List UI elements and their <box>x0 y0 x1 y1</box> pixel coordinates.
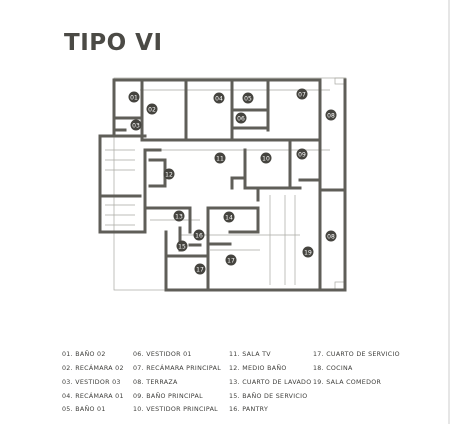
svg-text:04: 04 <box>215 95 223 102</box>
room-marker-02: 02 <box>146 103 158 115</box>
room-marker-14: 14 <box>223 211 235 223</box>
svg-text:17: 17 <box>227 257 235 264</box>
room-marker-01: 01 <box>128 91 140 103</box>
room-marker-07: 07 <box>296 88 308 100</box>
svg-text:11: 11 <box>216 155 224 162</box>
svg-text:14: 14 <box>225 214 233 221</box>
svg-text:19: 19 <box>304 249 312 256</box>
room-marker-10: 10 <box>260 152 272 164</box>
room-marker-04: 04 <box>213 92 225 104</box>
svg-text:09: 09 <box>298 151 306 158</box>
svg-text:17: 17 <box>196 266 204 273</box>
room-marker-19: 19 <box>302 246 314 258</box>
floor-plan-walls <box>98 78 347 292</box>
svg-text:02: 02 <box>148 106 156 113</box>
room-marker-17: 17 <box>194 263 206 275</box>
room-marker-12: 12 <box>163 168 175 180</box>
room-marker-13: 13 <box>173 210 185 222</box>
room-marker-16: 16 <box>193 229 205 241</box>
svg-text:01: 01 <box>130 94 138 101</box>
room-marker-05: 05 <box>242 92 254 104</box>
svg-text:12: 12 <box>165 171 173 178</box>
room-marker-08: 08 <box>325 109 337 121</box>
svg-text:03: 03 <box>132 122 140 129</box>
room-marker-18: 17 <box>225 254 237 266</box>
page-title: TIPO VI <box>64 30 163 56</box>
room-marker-09: 09 <box>296 148 308 160</box>
svg-text:08: 08 <box>327 112 335 119</box>
page-edge <box>448 0 450 424</box>
svg-text:06: 06 <box>237 115 245 122</box>
svg-text:05: 05 <box>244 95 252 102</box>
room-markers: 01 02 03 04 05 06 07 08 09 10 11 12 13 1… <box>128 88 337 275</box>
svg-text:08: 08 <box>327 233 335 240</box>
room-marker-11: 11 <box>214 152 226 164</box>
room-marker-06: 06 <box>235 112 247 124</box>
svg-text:15: 15 <box>178 243 186 250</box>
svg-text:13: 13 <box>175 213 183 220</box>
svg-text:07: 07 <box>298 91 306 98</box>
room-marker-15: 15 <box>176 240 188 252</box>
svg-text:10: 10 <box>262 155 270 162</box>
room-marker-03: 03 <box>130 119 142 131</box>
svg-text:16: 16 <box>195 232 203 239</box>
room-marker-08-b: 08 <box>325 230 337 242</box>
